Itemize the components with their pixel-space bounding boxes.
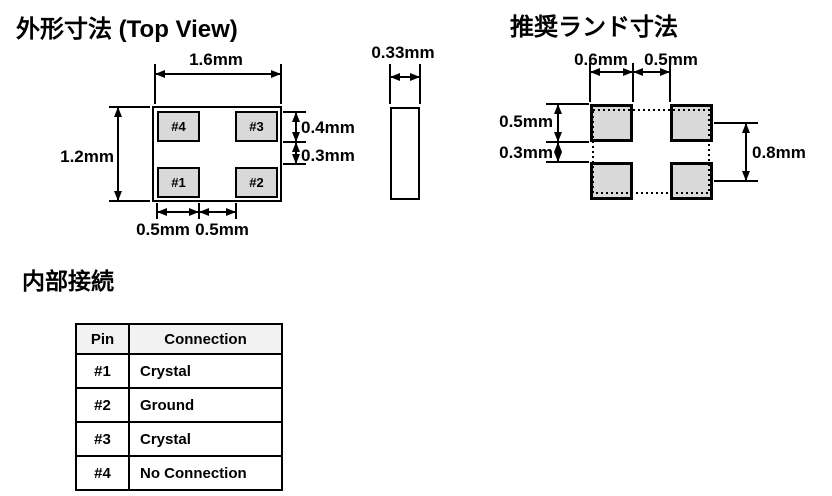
pin-cell: #2 — [75, 387, 130, 423]
land-pad-top-left — [590, 104, 633, 142]
connection-cell: No Connection — [128, 455, 283, 491]
pin-cell: #3 — [75, 421, 130, 457]
table-row: #3 Crystal — [75, 421, 283, 457]
dim-thickness-label: 0.33mm — [371, 43, 435, 62]
table-row: #2 Ground — [75, 387, 283, 423]
table-row: #1 Crystal — [75, 353, 283, 389]
pad-4-label: #4 — [171, 119, 186, 134]
pad-1-label: #1 — [171, 175, 186, 190]
dim-pad-height-label: 0.4mm — [301, 118, 355, 137]
internal-connection-table: Pin Connection #1 Crystal #2 Ground #3 C… — [75, 323, 283, 491]
land-dim-pad-height-label: 0.5mm — [499, 112, 553, 131]
land-pad-bottom-left — [590, 162, 633, 200]
pad-4: #4 — [157, 111, 200, 142]
internal-connection-title: 内部接続 — [22, 268, 114, 294]
land-pad-top-right — [670, 104, 713, 142]
pad-3: #3 — [235, 111, 278, 142]
land-dim-pad-gap-horizontal-label: 0.5mm — [644, 50, 698, 69]
connection-column-header: Connection — [128, 323, 283, 355]
pin-cell: #1 — [75, 353, 130, 389]
dim-pad-gap-vertical-label: 0.3mm — [301, 146, 355, 165]
dim-width-label: 1.6mm — [189, 50, 243, 69]
pad-1: #1 — [157, 167, 200, 198]
side-view-dimension-lines — [389, 64, 421, 104]
land-dim-pad-pitch-vertical-label: 0.8mm — [752, 143, 806, 162]
pad-3-label: #3 — [249, 119, 264, 134]
internal-connection-table-wrap: Pin Connection #1 Crystal #2 Ground #3 C… — [75, 323, 283, 491]
land-pad-bottom-right — [670, 162, 713, 200]
outline-view-title: 外形寸法 (Top View) — [16, 16, 238, 43]
side-view-body — [390, 107, 420, 200]
land-pattern-dimension-lines — [546, 63, 758, 194]
land-dim-pad-width-label: 0.6mm — [574, 50, 628, 69]
table-header-row: Pin Connection — [75, 323, 283, 355]
dim-height-label: 1.2mm — [60, 147, 114, 166]
connection-cell: Ground — [128, 387, 283, 423]
dim-pad-gap-horizontal-label: 0.5mm — [195, 220, 249, 239]
connection-cell: Crystal — [128, 421, 283, 457]
connection-cell: Crystal — [128, 353, 283, 389]
land-dim-pad-gap-vertical-label: 0.3mm — [499, 143, 553, 162]
table-row: #4 No Connection — [75, 455, 283, 491]
pad-2: #2 — [235, 167, 278, 198]
pin-column-header: Pin — [75, 323, 130, 355]
land-pattern-title: 推奨ランド寸法 — [510, 14, 678, 41]
pad-2-label: #2 — [249, 175, 264, 190]
pin-cell: #4 — [75, 455, 130, 491]
dim-pad-width-label: 0.5mm — [136, 220, 190, 239]
